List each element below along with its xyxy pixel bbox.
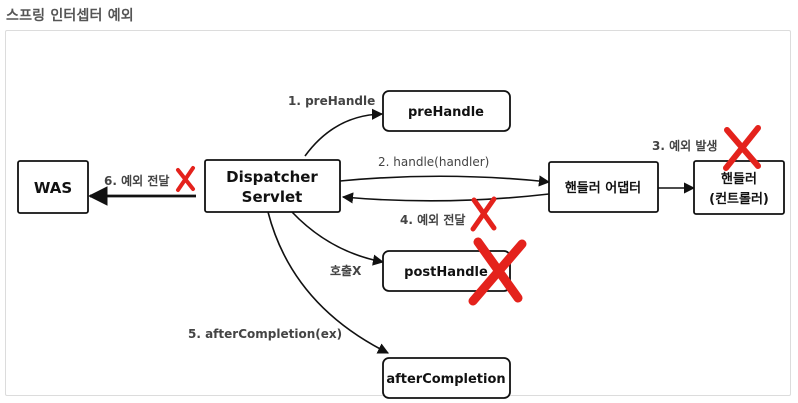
node-dispatcher-label-2: Servlet (242, 188, 303, 206)
edge-aftercompletion (267, 211, 390, 354)
node-handler-box (693, 160, 785, 215)
cross-icon-exception-back (470, 196, 497, 232)
cross-icon-was-edge (176, 166, 195, 192)
edge-posthandle (291, 211, 385, 266)
edge-label-exception-occurred: 3. 예외 발생 (652, 138, 717, 153)
node-aftercompletion-box (382, 357, 511, 399)
node-handler-label-1: 핸들러 (721, 171, 757, 187)
node-was-box (17, 160, 89, 214)
node-adapter-box (548, 161, 659, 213)
node-prehandle-label: preHandle (408, 105, 484, 120)
page-title: 스프링 인터셉터 예외 (6, 8, 134, 24)
edge-label-exception-to-was: 6. 예외 전달 (104, 173, 169, 188)
node-posthandle-box (382, 250, 511, 292)
cross-icon-handler (723, 125, 761, 171)
edge-label-no-call: 호출X (330, 263, 362, 278)
node-dispatcher-box (204, 159, 341, 213)
node-adapter-label: 핸들러 어댑터 (565, 180, 641, 196)
edge-label-exception-back: 4. 예외 전달 (400, 212, 465, 227)
edge-label-handle: 2. handle(handler) (378, 155, 489, 169)
node-handler-label-2: (컨트롤러) (709, 191, 769, 207)
node-prehandle-box (382, 90, 511, 132)
edge-exception-back (341, 192, 550, 204)
edge-prehandle (304, 108, 384, 157)
edge-label-aftercompletion: 5. afterCompletion(ex) (188, 327, 342, 341)
node-was-label: WAS (34, 179, 72, 197)
node-dispatcher-label-1: Dispatcher (226, 168, 318, 186)
edge-label-prehandle: 1. preHandle (288, 94, 375, 108)
edge-handle (339, 175, 551, 187)
node-posthandle-label: postHandle (404, 265, 488, 280)
node-aftercompletion-label: afterCompletion (386, 372, 505, 387)
cross-icon-posthandle (468, 237, 527, 306)
